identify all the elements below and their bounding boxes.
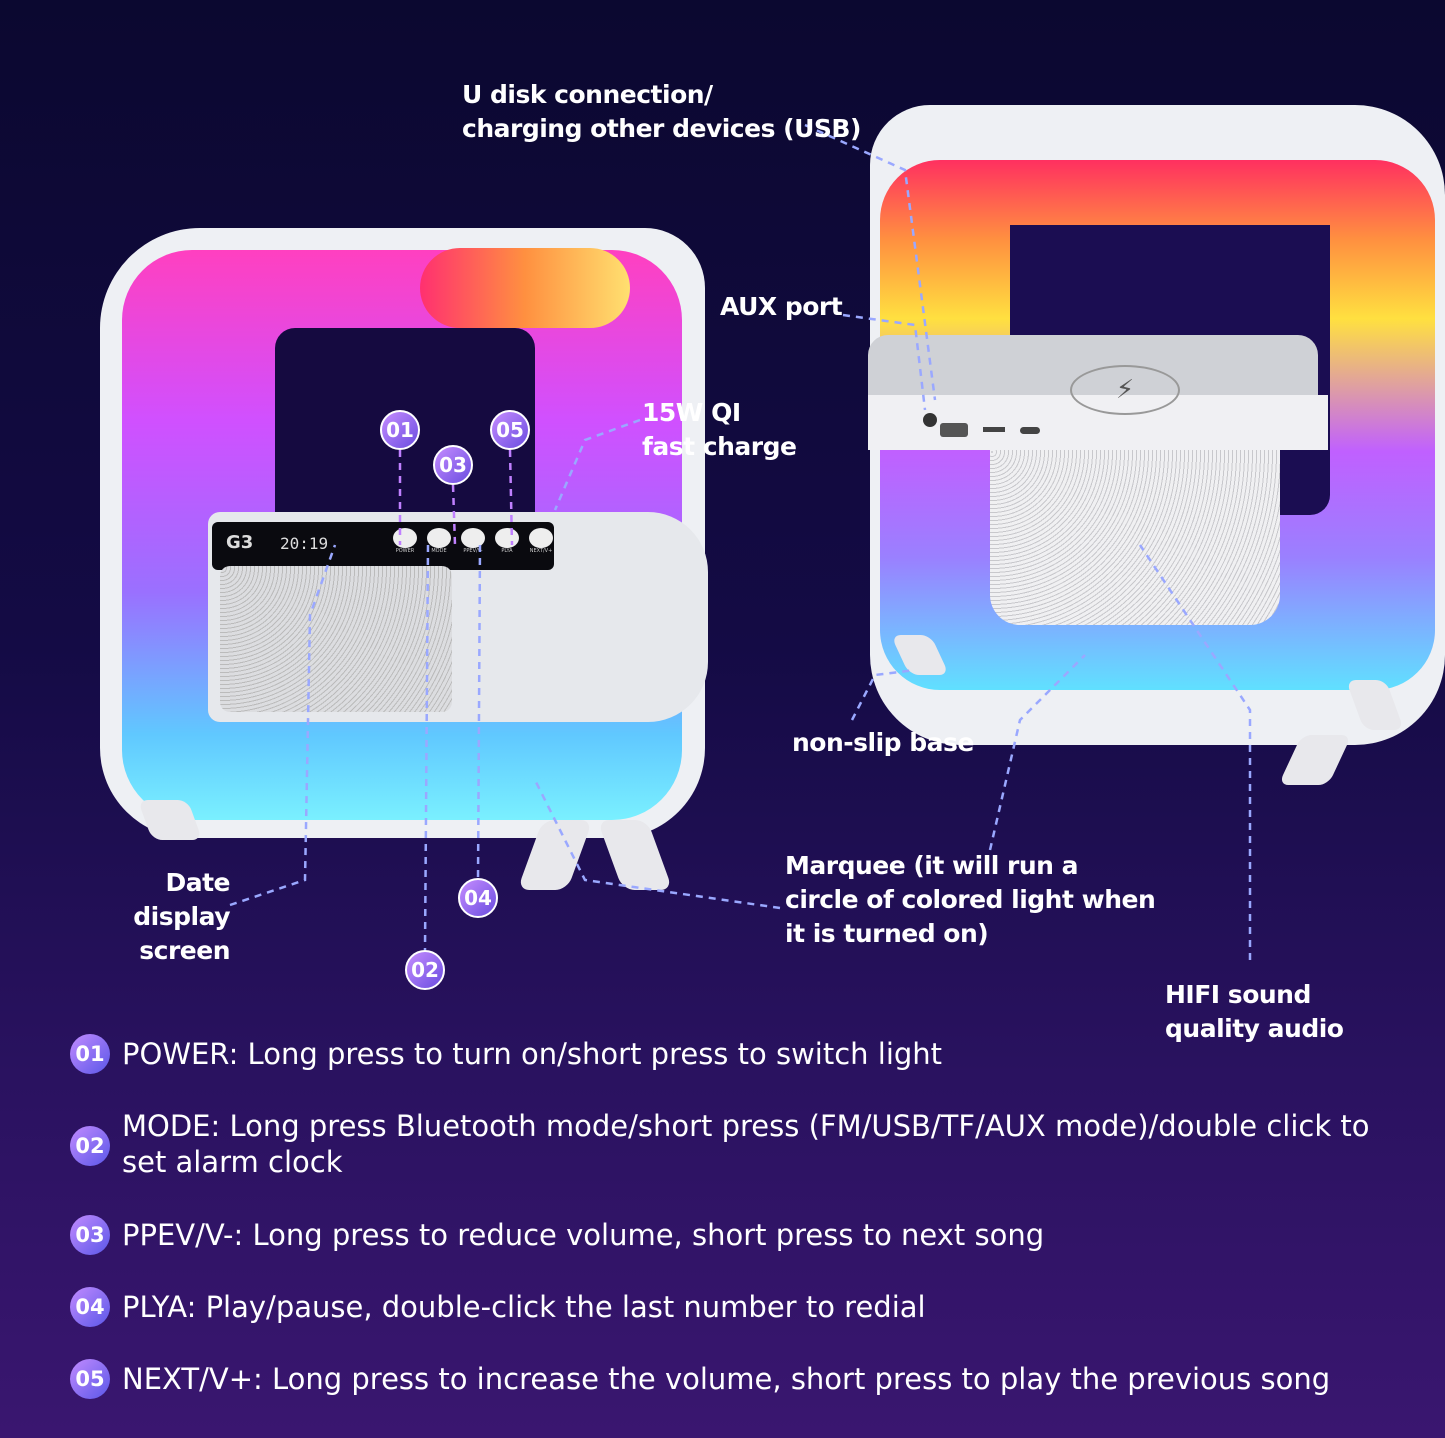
qi-charge-callout: 15W QI fast charge <box>642 398 797 461</box>
badge-04: 04 <box>458 878 498 918</box>
legend-item-01: 01 POWER: Long press to turn on/short pre… <box>70 1034 1410 1074</box>
aux-callout: AUX port <box>720 292 843 321</box>
badge-05: 05 <box>490 410 530 450</box>
badge-02: 02 <box>405 950 445 990</box>
legend-text: POWER: Long press to turn on/short press… <box>122 1037 943 1071</box>
legend-text: MODE: Long press Bluetooth mode/short pr… <box>122 1109 1370 1179</box>
badge-03: 03 <box>433 445 473 485</box>
legend-item-03: 03 PPEV/V-: Long press to reduce volume, … <box>70 1215 1410 1255</box>
usb-port[interactable] <box>940 423 968 437</box>
legend-item-02: 02 MODE: Long press Bluetooth mode/short … <box>70 1108 1410 1180</box>
marquee-callout: Marquee (it will run a circle of colored… <box>785 851 1156 948</box>
legend-item-05: 05 NEXT/V+: Long press to increase the vo… <box>70 1359 1410 1399</box>
legend-number: 04 <box>70 1287 110 1327</box>
legend-number: 01 <box>70 1034 110 1074</box>
next-vol-up-button[interactable]: NEXT/V+ <box>526 528 556 554</box>
aux-port[interactable] <box>923 413 937 427</box>
legend-text: NEXT/V+: Long press to increase the volu… <box>122 1362 1331 1396</box>
legend-number: 05 <box>70 1359 110 1399</box>
back-speaker-grille <box>990 450 1280 625</box>
legend-number: 03 <box>70 1215 110 1255</box>
legend-item-04: 04 PLYA: Play/pause, double-click the las… <box>70 1287 1410 1327</box>
badge-01: 01 <box>380 410 420 450</box>
model-label: G3 <box>226 532 254 553</box>
legend-number: 02 <box>70 1126 110 1166</box>
legend-text: PLYA: Play/pause, double-click the last … <box>122 1290 926 1324</box>
legend-text: PPEV/V-: Long press to reduce volume, sh… <box>122 1218 1045 1252</box>
prev-vol-down-button[interactable]: PPEV/V- <box>458 528 488 554</box>
tf-slot[interactable] <box>983 427 1005 432</box>
usb-c-port[interactable] <box>1020 427 1040 434</box>
wireless-charge-icon: ⚡ <box>1070 365 1180 415</box>
usb-callout: U disk connection/ charging other device… <box>462 80 861 143</box>
speaker-grille <box>220 566 452 712</box>
clock-display: 20:19 <box>280 534 329 553</box>
non-slip-base-callout: non-slip base <box>792 728 974 757</box>
mode-button[interactable]: MODE <box>424 528 454 554</box>
hifi-callout: HIFI sound quality audio <box>1165 980 1344 1043</box>
date-display-callout: Date display screen <box>133 868 230 965</box>
